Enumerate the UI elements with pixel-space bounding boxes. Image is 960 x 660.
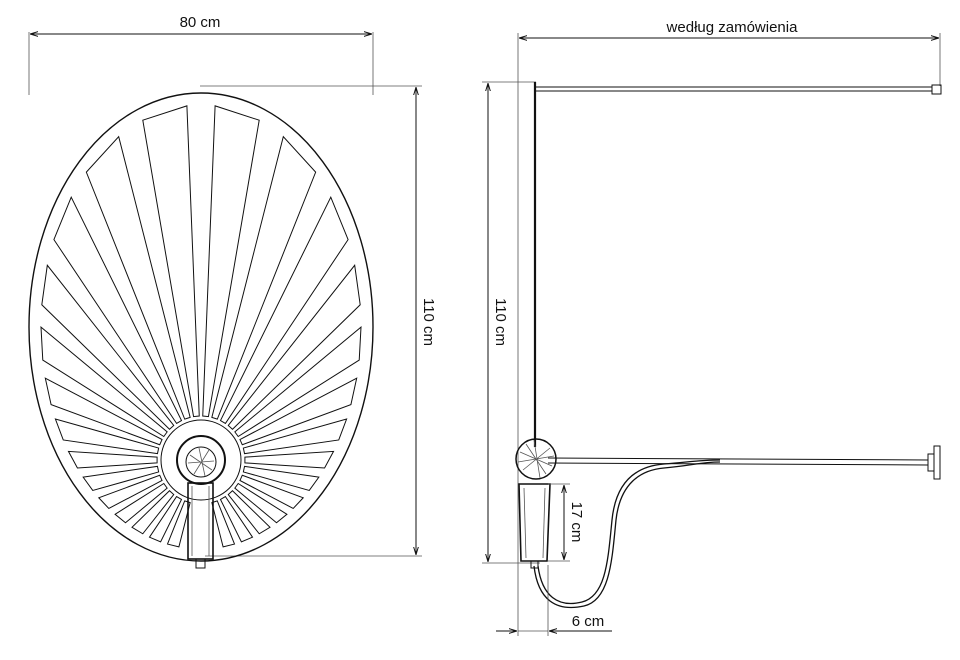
front-height-dimension: 110 cm	[200, 85, 437, 557]
shade-rib	[142, 105, 200, 418]
mount-height-dimension: 17 cm	[548, 483, 585, 562]
shade-rib	[53, 195, 183, 425]
shade-rib	[242, 418, 348, 455]
radial-ribs	[40, 105, 362, 548]
front-width-dimension: 80 cm	[28, 14, 374, 95]
shade-rib	[227, 490, 271, 535]
depth-label: 6 cm	[572, 613, 605, 630]
shade-rib	[131, 490, 175, 535]
side-bulb-icon	[515, 438, 557, 480]
side-mount-bracket	[518, 483, 551, 569]
top-rod	[535, 84, 942, 95]
front-height-label: 110 cm	[420, 298, 437, 346]
shade-rib	[40, 325, 168, 438]
side-height-dimension: 110 cm	[482, 81, 540, 564]
shade-rib	[202, 105, 260, 418]
bulb-icon	[185, 446, 217, 478]
oval-shade-outline	[28, 92, 374, 562]
front-mount-bracket	[187, 482, 214, 569]
mount-height-label: 17 cm	[568, 502, 585, 543]
shade-rib	[67, 450, 158, 469]
shade-rib	[219, 495, 254, 543]
shade-rib	[211, 135, 317, 420]
shade-rib	[166, 500, 191, 548]
shade-rib	[54, 418, 160, 455]
socket-ring-inner	[176, 435, 226, 485]
front-view: 80 cm 110 cm	[28, 14, 437, 569]
shade-rib	[234, 325, 362, 438]
shade-rib	[239, 474, 305, 510]
shade-rib	[85, 135, 191, 420]
shade-rib	[239, 377, 358, 446]
side-height-label: 110 cm	[492, 298, 509, 346]
shade-rib	[242, 465, 320, 492]
shade-rib	[244, 450, 335, 469]
front-width-label: 80 cm	[180, 14, 221, 31]
power-cable	[533, 461, 721, 609]
shade-rib	[219, 195, 349, 425]
side-length-label: według zamówienia	[666, 19, 799, 36]
shade-rib	[97, 474, 163, 510]
shade-rib	[44, 377, 163, 446]
shade-rib	[234, 482, 288, 524]
socket-ring-outer	[160, 419, 242, 501]
shade-rib	[82, 465, 160, 492]
depth-dimension: 6 cm	[496, 565, 612, 636]
shade-rib	[227, 264, 361, 430]
shade-rib	[114, 482, 168, 524]
side-view: według zamówienia 110 cm	[482, 19, 942, 636]
shade-rib	[41, 264, 175, 430]
shade-rib	[148, 495, 183, 543]
side-length-dimension: według zamówienia	[517, 19, 941, 636]
bottom-arm	[547, 445, 941, 480]
